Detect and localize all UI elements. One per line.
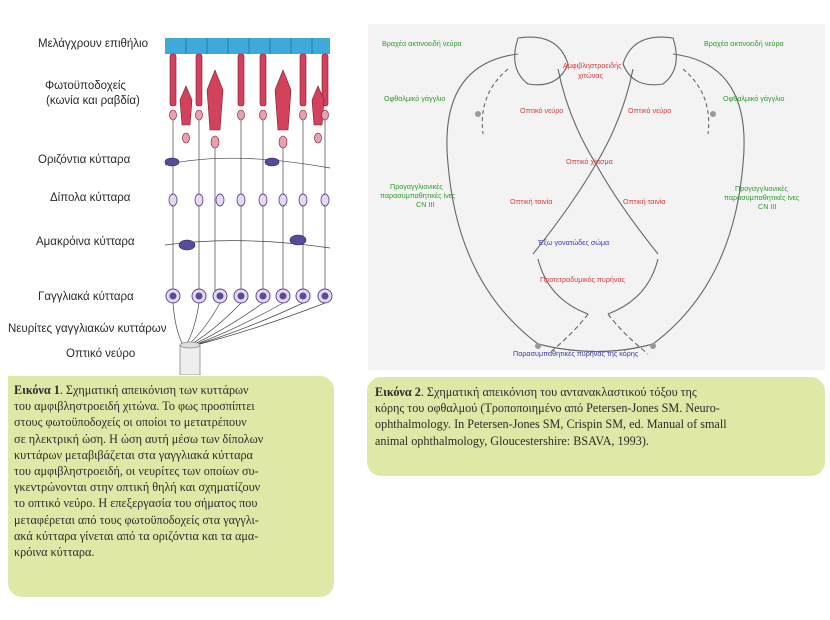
caption-line: . Σχηματική απεικόνιση των κυττάρων [59, 383, 249, 397]
label-short-ciliary-right: Βραχέα ακτινοειδή νεύρα [704, 39, 784, 48]
figure-2-caption: Εικόνα 2. Σχηματική απεικόνιση του ανταν… [367, 377, 825, 476]
caption-line: κόρης του οφθαλμού (Τροποποιημένο από Pe… [375, 401, 720, 416]
label-ciliary-ganglion-left: Οφθαλμικό γάγγλιο [384, 94, 446, 103]
figure-2-pupillary-reflex-diagram: Βραχέα ακτινοειδή νεύρα Βραχέα ακτινοειδ… [368, 24, 825, 370]
label-ganglion-neurites: Νευρίτες γαγγλιακών κυττάρων [8, 323, 167, 335]
label-lateral-geniculate-body: Έξω γονατώδες σώμα [538, 238, 610, 247]
caption-line: το οπτικό νεύρο. Η επεξεργασία του σήματ… [14, 496, 258, 511]
label-optic-chiasm: Οπτικό χίασμα [566, 157, 613, 166]
label-preganglionic-right: Προγαγγλιονικές [735, 184, 788, 193]
retina-cells-illustration [164, 38, 333, 375]
label-pretectal-nucleus: Προτετραδυμικός πυρήνας [540, 275, 626, 284]
label-ciliary-ganglion-right: Οφθαλμικό γάγγλιο [723, 94, 785, 103]
label-preganglionic-left-3: CN III [416, 200, 435, 209]
figure-2-caption-title: Εικόνα 2 [375, 385, 421, 399]
caption-line: κυττάρων μεταβιβάζεται στα γαγγλιακά κύτ… [14, 447, 253, 462]
label-preganglionic-left: Προγαγγλιονικές [390, 182, 443, 191]
label-retina-sub: χιτώνας [578, 71, 603, 80]
figure-1-caption-title: Εικόνα 1 [14, 383, 60, 397]
figure-1-caption: Εικόνα 1. Σχηματική απεικόνιση των κυττά… [8, 376, 334, 597]
label-bipolar-cells: Δίπολα κύτταρα [50, 192, 131, 204]
label-photoreceptors: Φωτοϋποδοχείς [45, 80, 126, 92]
label-optic-nerve: Οπτικό νεύρο [66, 348, 136, 360]
label-preganglionic-right-2: παρασυμπαθητικές ίνες [724, 193, 800, 202]
caption-line: . Σχηματική απεικόνιση του αντανακλαστικ… [420, 385, 697, 399]
caption-line: του αμφιβληστροειδή χιτώνα. Το φως προσπ… [14, 399, 255, 414]
label-optic-nerve-right: Οπτικό νεύρο [628, 106, 672, 115]
label-horizontal-cells: Οριζόντια κύτταρα [38, 154, 131, 166]
label-retina: Αμφιβληστροειδής [563, 61, 622, 70]
label-parasympathetic-nucleus: Παρασυμπαθητικές πυρήνας της κόρης [513, 349, 639, 358]
caption-line: ophthalmology. In Petersen-Jones SM, Cri… [375, 417, 727, 432]
caption-line: ακά κύτταρα γίνεται από τα οριζόντια και… [14, 528, 259, 543]
caption-line: σε ηλεκτρική ώση. Η ώση αυτή μέσω των δί… [14, 431, 264, 446]
caption-line: κρόινα κύτταρα. [14, 545, 95, 560]
label-pigment-epithelium: Μελάγχρουν επιθήλιο [38, 38, 148, 50]
label-amacrine-cells: Αμακρόινα κύτταρα [36, 236, 135, 248]
figure-1-retina-diagram: Μελάγχρουν επιθήλιο Φωτοϋποδοχείς (κωνία… [0, 0, 345, 375]
label-preganglionic-right-3: CN III [758, 202, 777, 211]
reflex-arc-illustration [446, 36, 745, 355]
label-optic-tract-right: Οπτική ταινία [623, 197, 666, 206]
label-ganglion-cells: Γαγγλιακά κύτταρα [38, 291, 134, 303]
caption-line: στους φωτοϋποδοχείς οι οποίοι το μετατρέ… [14, 415, 247, 430]
caption-line: animal ophthalmology, Gloucestershire: B… [375, 433, 649, 448]
label-preganglionic-left-2: παρασυμπαθητικές ίνες [380, 191, 456, 200]
caption-line: μεταφέρεται από τους φωτοϋποδοχείς στα γ… [14, 512, 259, 527]
label-short-ciliary-left: Βραχέα ακτινοειδή νεύρα [382, 39, 462, 48]
caption-line: γκεντρώνονται στην οπτική θηλή και σχημα… [14, 480, 261, 495]
caption-line: του αμφιβληστροειδή, οι νευρίτες των οπο… [14, 464, 259, 479]
label-photoreceptors-sub: (κωνία και ραβδία) [46, 95, 140, 107]
label-optic-nerve-left: Οπτικό νεύρο [520, 106, 564, 115]
label-optic-tract-left: Οπτική ταινία [510, 197, 553, 206]
